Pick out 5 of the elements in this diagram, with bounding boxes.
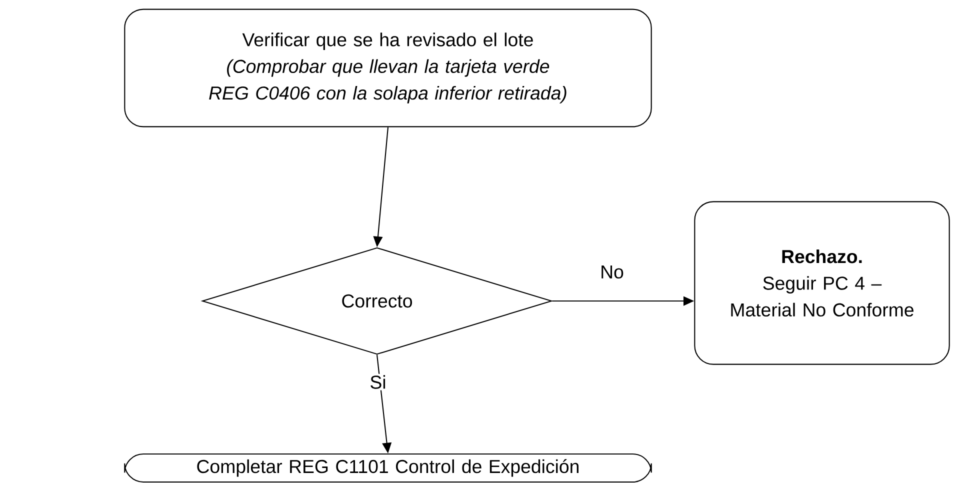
edge-label: Si bbox=[368, 374, 388, 390]
process-box: Completar REG C1101 Control de Expedición bbox=[124, 453, 652, 483]
edge-label: No bbox=[598, 264, 626, 280]
process-box: Verificar que se ha revisado el lote (Comprobar que llevan la tarjeta verde REG C0406 con la solapa inferior retirada) bbox=[124, 8, 652, 128]
outcome-box: Rechazo. Seguir PC 4 – Material No Conforme bbox=[694, 201, 950, 365]
